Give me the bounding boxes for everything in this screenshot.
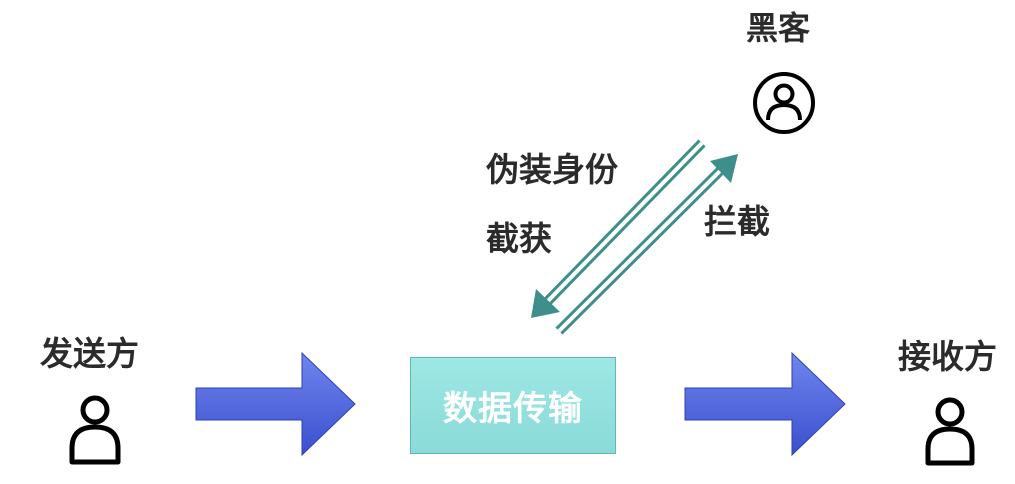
data-transfer-box: 数据传输 (410, 357, 616, 454)
sender-person-icon (69, 395, 121, 465)
flow-arrow-data-to-receiver (684, 351, 846, 457)
intercept-arrow-data-to-hacker (555, 154, 738, 335)
attack-arrow-hacker-to-data (531, 139, 706, 318)
intercept-label: 拦截 (704, 202, 770, 241)
receiver-person-icon (925, 397, 975, 466)
receiver-label: 接收方 (898, 337, 997, 376)
data-transfer-label: 数据传输 (443, 389, 583, 429)
hacker-person-circle-icon (753, 72, 815, 134)
hacker-label: 黑客 (746, 9, 811, 47)
capture-label: 截获 (486, 219, 552, 258)
flow-arrow-sender-to-data (195, 351, 356, 457)
sender-label: 发送方 (40, 334, 139, 373)
disguise-identity-label: 伪装身份 (486, 150, 618, 189)
